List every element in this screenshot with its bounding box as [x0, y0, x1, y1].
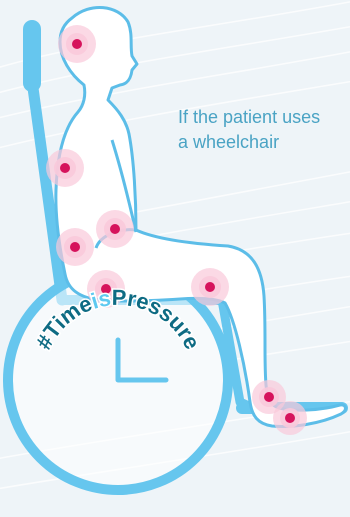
- wheelchair-handle: [23, 20, 41, 92]
- pressure-point-back-of-knee: [191, 268, 229, 306]
- caption: If the patient uses a wheelchair: [178, 105, 350, 155]
- caption-line-2: a wheelchair: [178, 132, 279, 152]
- pressure-point-back-of-head: [58, 25, 96, 63]
- pressure-point-shoulder-blade: [46, 149, 84, 187]
- pressure-point-ankle: [273, 401, 307, 435]
- caption-line-1: If the patient uses: [178, 107, 320, 127]
- pressure-point-lower-back: [56, 228, 94, 266]
- pressure-point-elbow: [96, 210, 134, 248]
